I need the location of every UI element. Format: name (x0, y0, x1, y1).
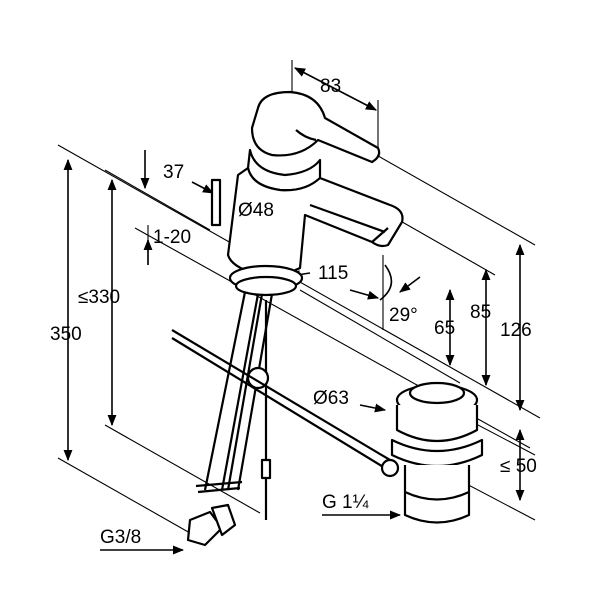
waste-nut (390, 438, 484, 468)
hose-crimp-b (197, 486, 241, 494)
waste-link-rod-top (171, 329, 391, 461)
ref-line-bottom-left (57, 457, 191, 534)
waste-flange-body (395, 405, 479, 443)
supply-hose-a-left (203, 291, 247, 491)
dim-63-leader (359, 403, 387, 413)
faucet-lever (250, 90, 381, 164)
label-50: ≤ 50 (500, 456, 537, 477)
supply-hose-b-left (226, 293, 264, 491)
dim-37-leader (191, 181, 214, 194)
dim-29-leader (349, 289, 380, 300)
waste-link-joint (380, 458, 400, 478)
ref-line-65 (299, 289, 461, 384)
dim-29-arc (379, 264, 393, 301)
dimension-labels: 83 37 Ø48 1-20 115 29° ≤330 350 65 85 12… (50, 76, 537, 548)
dim-83 (294, 67, 377, 111)
ref-line-lever (104, 169, 211, 231)
supply-fitting-b (210, 503, 237, 537)
spout-tip (371, 227, 389, 243)
dim-29-leader-b (399, 276, 421, 293)
side-stub (210, 178, 222, 227)
waste-link-rod-bottom (171, 337, 386, 469)
hose-crimp-a (195, 480, 243, 488)
label-83: 83 (320, 76, 341, 97)
label-115: 115 (318, 263, 348, 284)
ref-line-bottom-mid (104, 424, 261, 514)
label-350: 350 (50, 324, 82, 345)
label-65: 65 (434, 318, 455, 339)
waste-assembly (380, 381, 484, 524)
ref-line-spout (389, 214, 496, 276)
label-g38: G3/8 (100, 527, 141, 548)
base-ring-lower (234, 275, 298, 297)
lever-detail (295, 129, 317, 142)
ref-line-top-right (349, 139, 536, 246)
waste-body-ring (404, 491, 470, 501)
label-d63: Ø63 (313, 388, 349, 409)
label-g114: G 1¼ (322, 492, 370, 513)
supply-hose-a-right (220, 293, 260, 491)
label-d48: Ø48 (238, 200, 274, 221)
faucet-body (226, 166, 404, 277)
label-37: 37 (163, 162, 184, 183)
label-330: ≤330 (78, 287, 120, 308)
spout-edge (309, 203, 386, 234)
label-126: 126 (500, 320, 532, 341)
label-1-20: 1-20 (153, 227, 191, 248)
label-29deg: 29° (389, 305, 418, 326)
label-85: 85 (470, 302, 491, 323)
waste-body (403, 465, 471, 524)
waste-plug (408, 381, 466, 405)
supply-fitting-a (186, 510, 224, 547)
faucet-assembly (171, 90, 404, 547)
pull-rod-clip (260, 458, 272, 480)
